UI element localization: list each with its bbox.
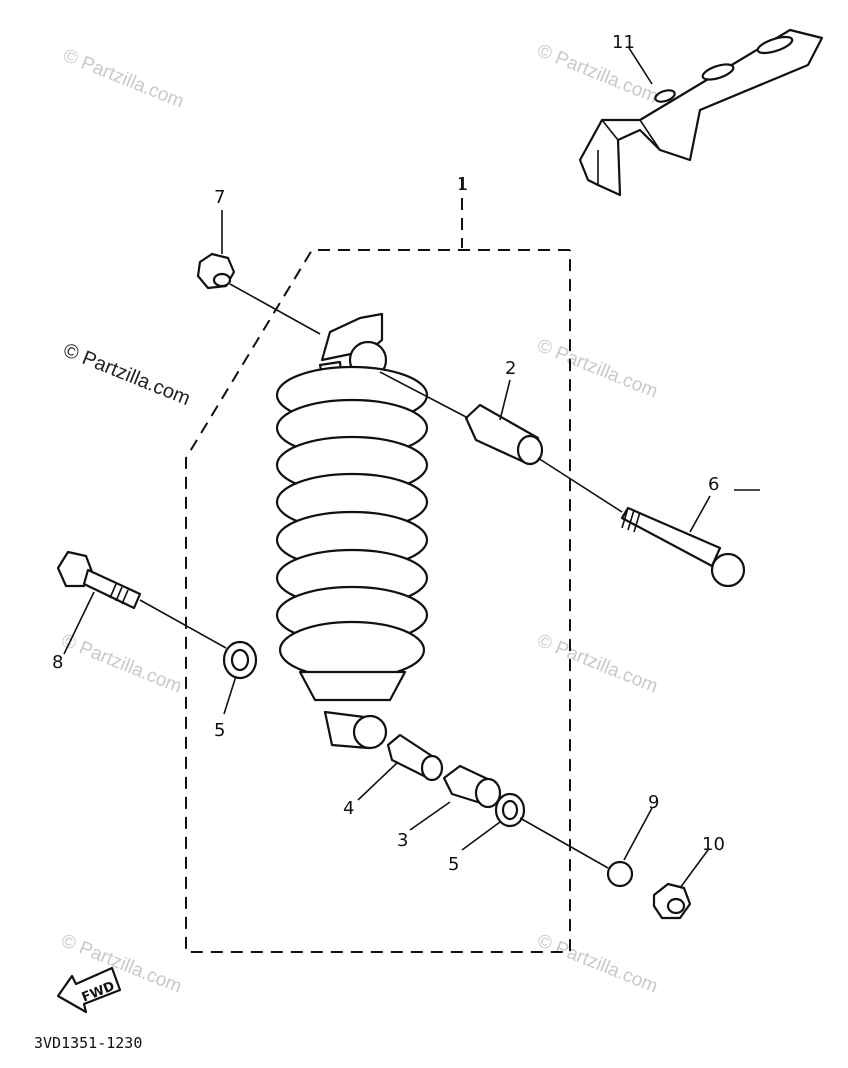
watermark: © Partzilla.com: [58, 630, 185, 697]
part-6-bolt: [620, 506, 746, 588]
watermark: © Partzilla.com: [534, 630, 661, 697]
callout-8: 8: [52, 652, 63, 673]
assembly-lines: [63, 47, 760, 889]
part-7-nut: [196, 252, 236, 290]
callout-11: 11: [612, 32, 635, 53]
part-5-washer-left: [222, 640, 258, 680]
callout-10: 10: [702, 834, 725, 855]
part-9-washer: [606, 860, 634, 888]
callout-5-right: 5: [448, 854, 459, 875]
watermark: © Partzilla.com: [534, 40, 661, 107]
fwd-arrow: FWD: [56, 966, 122, 1014]
part-10-nut: [652, 882, 692, 920]
callout-9: 9: [648, 792, 659, 813]
part-3-spacer: [442, 764, 502, 809]
part-11-bracket: [578, 28, 824, 197]
assembly-boundary: [185, 178, 571, 953]
callouts: 1 2 3 4 5 5 6 7 8 9 10 11: [52, 32, 725, 875]
callout-4: 4: [343, 798, 354, 819]
watermark-dark: © Partzilla.com: [60, 339, 193, 410]
callout-3: 3: [397, 830, 408, 851]
watermark: © Partzilla.com: [534, 335, 661, 402]
callout-7: 7: [214, 187, 225, 208]
part-4-spacer: [386, 733, 444, 782]
watermark: © Partzilla.com: [60, 45, 187, 112]
coil-spring: [275, 365, 429, 702]
callout-5-left: 5: [214, 720, 225, 741]
callout-6: 6: [708, 474, 719, 495]
part-2-bushing: [464, 403, 544, 466]
part-5-washer-right: [494, 792, 526, 828]
callout-2: 2: [505, 358, 516, 379]
part-8-bolt: [56, 550, 142, 610]
callout-1: 1: [457, 174, 468, 195]
diagram-code: 3VD1351-1230: [34, 1034, 142, 1052]
shock-absorber: [275, 312, 429, 750]
watermark: © Partzilla.com: [534, 930, 661, 997]
